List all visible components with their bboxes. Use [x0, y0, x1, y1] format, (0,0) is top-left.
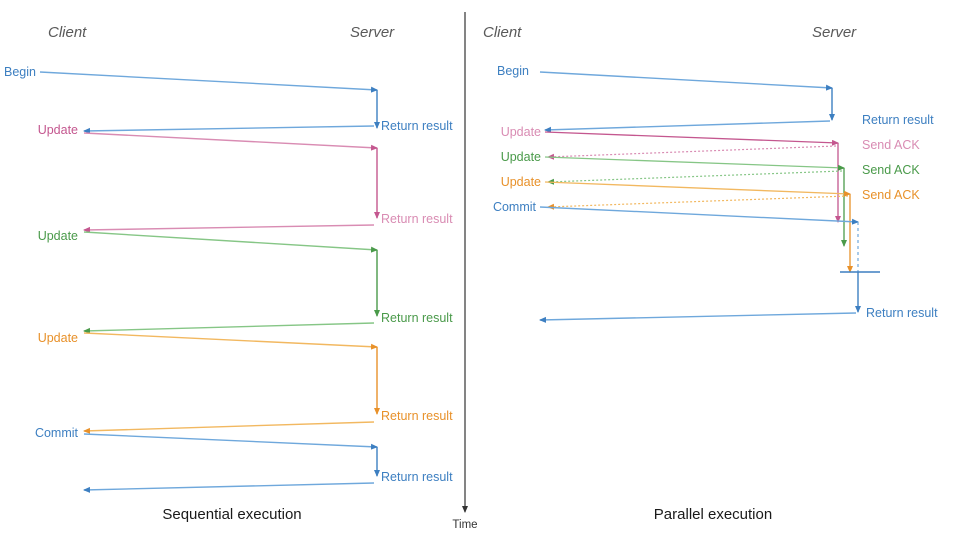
client-label-commit-sequential: Commit	[35, 426, 79, 440]
reply-arrow-begin-sequential	[83, 125, 375, 134]
ack-arrow-update3-parallel	[547, 195, 849, 210]
message-group-update2-parallel: Update Send ACK	[501, 150, 920, 247]
client-label-update2-sequential: Update	[38, 229, 78, 243]
message-group-update1-sequential: Update Return result	[38, 123, 453, 226]
client-label-update2-parallel: Update	[501, 150, 541, 164]
reply-arrow-commit-parallel	[539, 312, 857, 323]
client-label-begin-parallel: Begin	[497, 64, 529, 78]
panel-parallel: Client Server Begin Return result Update…	[483, 24, 938, 523]
caption-parallel: Parallel execution	[654, 506, 772, 523]
ack-label-update1-parallel: Send ACK	[862, 138, 920, 152]
message-group-update3-sequential: Update Return result	[38, 322, 453, 423]
client-label-update1-sequential: Update	[38, 123, 78, 137]
request-arrow-update2-parallel	[544, 156, 845, 171]
ack-arrow-update1-parallel	[547, 145, 837, 160]
request-arrow-update3-sequential	[83, 332, 378, 350]
lane-label-server-sequential: Server	[350, 24, 395, 41]
reply-arrow-update2-sequential	[83, 322, 375, 334]
reply-label-update1-sequential: Return result	[381, 212, 453, 226]
reply-label-update2-sequential: Return result	[381, 311, 453, 325]
client-label-update3-sequential: Update	[38, 331, 78, 345]
lane-label-client-parallel: Client	[483, 24, 522, 41]
client-label-commit-parallel: Commit	[493, 200, 537, 214]
lane-label-client-sequential: Client	[48, 24, 87, 41]
message-group-update1-parallel: Update Send ACK	[501, 125, 920, 223]
reply-arrow-update3-sequential	[83, 421, 375, 434]
reply-arrow-update1-sequential	[83, 224, 375, 233]
request-arrow-update1-parallel	[544, 131, 839, 146]
request-arrow-update2-sequential	[83, 231, 378, 253]
panel-sequential: Client Server Begin Return result Update…	[4, 24, 453, 523]
reply-arrow-begin-parallel	[544, 120, 831, 133]
lane-label-server-parallel: Server	[812, 24, 857, 41]
time-axis: Time	[452, 12, 478, 531]
reply-label-update3-sequential: Return result	[381, 409, 453, 423]
message-group-commit-parallel: Commit Return result	[493, 200, 938, 323]
request-arrow-update3-parallel	[544, 181, 851, 197]
ack-label-update3-parallel: Send ACK	[862, 188, 920, 202]
message-group-begin-parallel: Begin Return result	[497, 64, 934, 133]
request-arrow-begin-parallel	[539, 71, 833, 91]
ack-arrow-update2-parallel	[547, 170, 843, 185]
reply-label-commit-parallel: Return result	[866, 306, 938, 320]
message-group-update3-parallel: Update Send ACK	[501, 175, 920, 273]
time-axis-label: Time	[452, 519, 477, 531]
reply-label-begin-parallel: Return result	[862, 113, 934, 127]
client-label-update3-parallel: Update	[501, 175, 541, 189]
caption-sequential: Sequential execution	[162, 506, 301, 523]
request-arrow-commit-parallel	[539, 206, 859, 225]
message-group-update2-sequential: Update Return result	[38, 224, 453, 325]
request-arrow-update1-sequential	[83, 132, 378, 151]
request-arrow-begin-sequential	[39, 71, 378, 93]
ack-label-update2-parallel: Send ACK	[862, 163, 920, 177]
client-label-update1-parallel: Update	[501, 125, 541, 139]
request-arrow-commit-sequential	[83, 433, 378, 450]
message-group-commit-sequential: Commit Return result	[35, 421, 453, 493]
reply-label-commit-sequential: Return result	[381, 470, 453, 484]
message-group-begin-sequential: Begin Return result	[4, 65, 453, 133]
reply-label-begin-sequential: Return result	[381, 119, 453, 133]
client-label-begin-sequential: Begin	[4, 65, 36, 79]
reply-arrow-commit-sequential	[83, 482, 375, 493]
